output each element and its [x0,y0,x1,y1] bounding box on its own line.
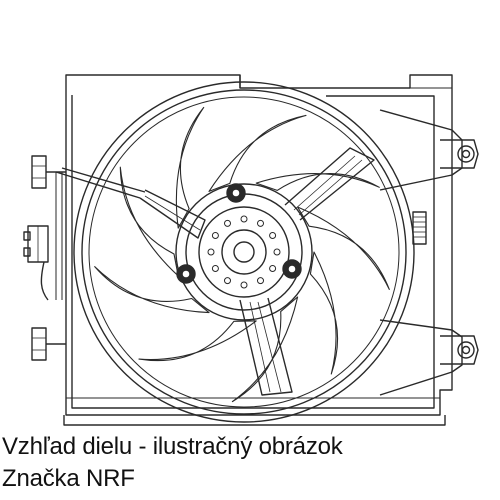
hub-hole [224,277,231,285]
hub-hole [273,248,281,256]
fan-blade [208,114,307,192]
hub-hole [240,281,248,289]
motor-hub [175,183,313,321]
left-mount-tab-bottom [31,327,66,361]
hub-hole [211,265,219,272]
fan-blade [231,296,299,403]
hub-hole [257,277,264,285]
vent-grille [412,211,427,245]
hub-bolts [176,183,302,284]
support-spoke-upper-right [284,147,375,221]
right-mount-bracket-top [379,109,479,191]
left-mount-tab-top [31,155,66,189]
caption-illustrative-note: Vzhľad dielu - ilustračný obrázok [2,433,343,460]
fan-blade [309,251,339,375]
electrical-connector [23,167,146,301]
hub-hole [211,232,219,239]
support-spoke-lower [239,297,293,396]
fan-blade [119,166,179,277]
fan-blades [94,106,390,403]
hub-hole [257,219,264,227]
hub-hole [240,215,248,223]
hub-hole [224,219,231,227]
shroud-frame [63,74,453,426]
right-mount-bracket-bottom [379,319,479,396]
fan-blade [138,320,257,362]
fan-blade [297,206,390,290]
caption-brand: Značka NRF [2,465,135,492]
support-spoke-left [139,189,206,239]
fan-assembly-drawing [23,74,479,426]
hub-hole [207,248,215,256]
shroud-ring [73,81,415,423]
fan-blade [175,106,205,229]
hub-hole [269,232,277,239]
fan-blade [94,266,210,314]
hub-hole [269,265,277,272]
fan-blade [255,173,380,191]
